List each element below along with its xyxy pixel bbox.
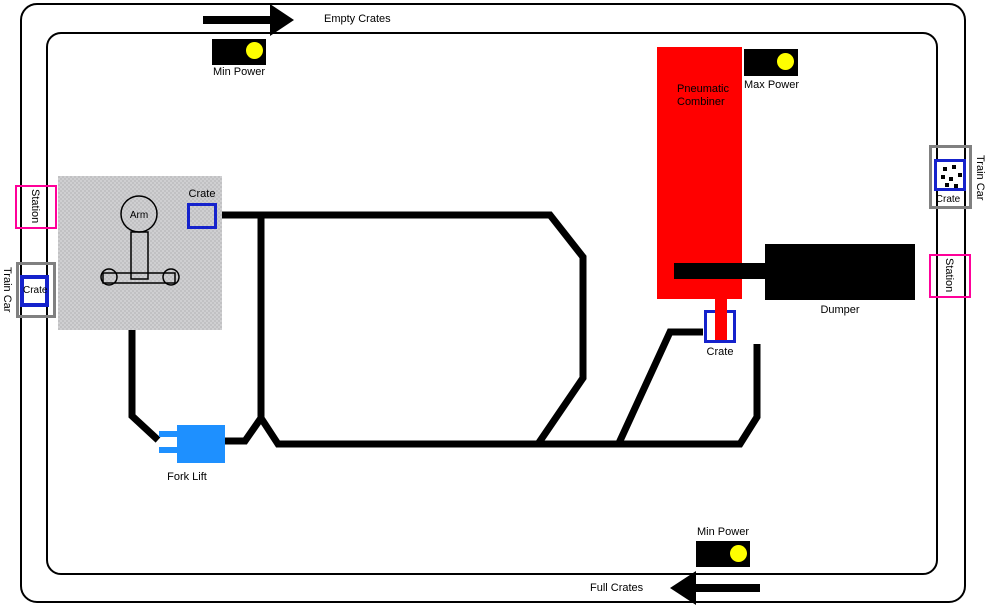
crate-content-dot [949, 177, 953, 181]
arm-left-wheel-icon [100, 268, 118, 286]
power-light-icon [730, 545, 747, 562]
arm-crate-label: Crate [188, 188, 216, 200]
crate-content-dot [954, 184, 958, 188]
path-forklift-to-loop [225, 212, 265, 445]
right-train-car-label: Train Car [974, 155, 986, 201]
crate-content-dot [952, 165, 956, 169]
power-light-icon [777, 53, 794, 70]
combiner-crate-label: Crate [706, 346, 734, 358]
forklift-machine [177, 425, 225, 463]
max-power-label: Max Power [744, 79, 800, 91]
empty-crates-arrow-head-icon [270, 4, 294, 36]
pneumatic-combiner-label-line2: Combiner [677, 96, 725, 108]
forklift-fork-upper-icon [159, 431, 177, 437]
right-station: Station [929, 254, 971, 298]
pneumatic-combiner-machine: Pneumatic Combiner [657, 47, 742, 299]
left-station-label: Station [29, 189, 41, 224]
crate-content-dot [945, 183, 949, 187]
arm-right-wheel-icon [162, 268, 180, 286]
crate-content-dot [958, 173, 962, 177]
left-train-car [16, 262, 56, 318]
crate-content-dot [943, 167, 947, 171]
right-station-label: Station [943, 258, 955, 293]
empty-crates-label: Empty Crates [324, 13, 391, 25]
pneumatic-combiner-label-line1: Pneumatic [677, 83, 729, 95]
path-top-right-loop [222, 211, 587, 446]
full-crates-arrow-head-icon [670, 571, 696, 605]
dumper-label: Dumper [820, 304, 860, 316]
combiner-dumper-connector [674, 263, 766, 279]
crate-content-dot [941, 175, 945, 179]
arm-crate [187, 203, 217, 229]
arm-machine: Arm [58, 176, 222, 330]
left-crate-label: Crate [23, 285, 48, 296]
path-bottom-run [258, 344, 761, 448]
min-power-top-indicator [212, 39, 266, 65]
right-train-car-crate [934, 159, 966, 191]
forklift-label: Fork Lift [167, 471, 207, 483]
arm-base-icon [102, 272, 176, 284]
left-train-car-label: Train Car [1, 267, 13, 313]
power-light-icon [246, 42, 263, 59]
full-crates-label: Full Crates [590, 582, 644, 594]
dumper-machine [765, 244, 915, 300]
left-train-car-crate: Crate [20, 275, 49, 307]
right-crate-label: Crate [935, 194, 961, 205]
path-arm-to-forklift [128, 329, 161, 443]
arm-shaft-icon [130, 231, 149, 280]
min-power-bottom-indicator [696, 541, 750, 567]
combiner-output-stem [715, 298, 727, 340]
forklift-fork-lower-icon [159, 447, 177, 453]
arm-label: Arm [130, 210, 148, 221]
min-power-bottom-label: Min Power [697, 526, 749, 538]
left-station: Station [15, 185, 57, 229]
right-train-car [929, 145, 972, 209]
min-power-top-label: Min Power [213, 66, 265, 78]
path-combiner-crate-branch [615, 328, 703, 445]
max-power-indicator [744, 49, 798, 76]
arm-graphic: Arm [100, 195, 180, 286]
